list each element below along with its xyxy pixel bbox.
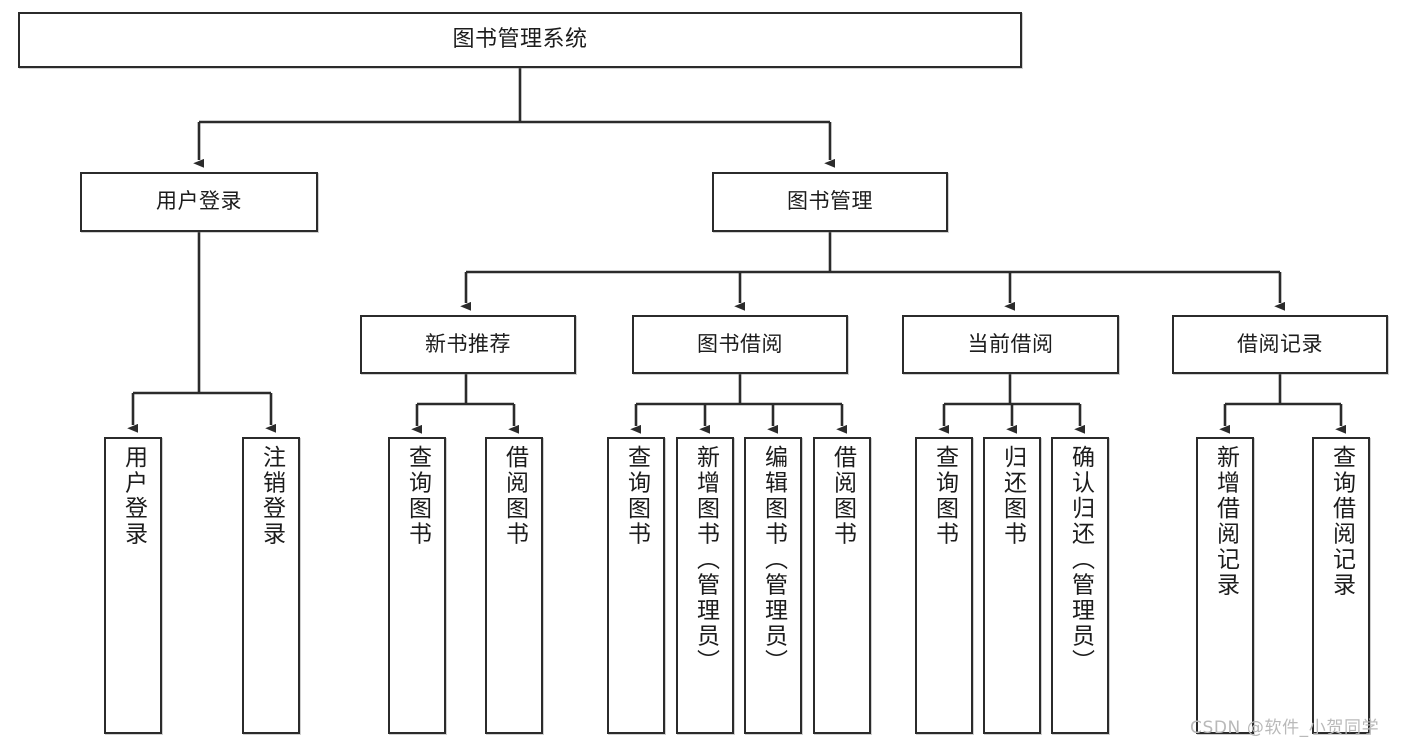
node-label: 图书借阅 <box>697 331 783 356</box>
leaf-edit-book[interactable]: 编辑图书（管理员） <box>744 437 802 734</box>
leaf-confirm-return[interactable]: 确认归还（管理员） <box>1051 437 1109 734</box>
node-label: 新增借阅记录 <box>1212 445 1239 598</box>
leaf-user-login[interactable]: 用户登录 <box>104 437 162 734</box>
node-label: 确认归还（管理员） <box>1067 445 1094 675</box>
leaf-borrow-book-recommend[interactable]: 借阅图书 <box>485 437 543 734</box>
node-label: 注销登录 <box>258 445 285 547</box>
node-label: 借阅图书 <box>501 445 528 547</box>
node-new-book-recommend[interactable]: 新书推荐 <box>360 315 576 374</box>
node-label: 查询图书 <box>623 445 650 547</box>
leaf-query-book-current[interactable]: 查询图书 <box>915 437 973 734</box>
leaf-add-borrow-record[interactable]: 新增借阅记录 <box>1196 437 1254 734</box>
node-label: 查询图书 <box>404 445 431 547</box>
leaf-return-book[interactable]: 归还图书 <box>983 437 1041 734</box>
node-book-manage[interactable]: 图书管理 <box>712 172 948 232</box>
node-label: 用户登录 <box>156 189 242 214</box>
leaf-query-book-recommend[interactable]: 查询图书 <box>388 437 446 734</box>
leaf-borrow-book[interactable]: 借阅图书 <box>813 437 871 734</box>
node-label: 归还图书 <box>999 445 1026 547</box>
watermark-credit: CSDN @软件_小贺同学 <box>1190 718 1380 738</box>
node-user-login[interactable]: 用户登录 <box>80 172 318 232</box>
node-label: 用户登录 <box>120 445 147 547</box>
node-current-borrow[interactable]: 当前借阅 <box>902 315 1119 374</box>
leaf-logout[interactable]: 注销登录 <box>242 437 300 734</box>
node-label: 借阅图书 <box>829 445 856 547</box>
node-label: 图书管理系统 <box>452 26 588 52</box>
node-label: 新增图书（管理员） <box>692 445 719 675</box>
leaf-add-book[interactable]: 新增图书（管理员） <box>676 437 734 734</box>
node-label: 图书管理 <box>787 189 873 214</box>
node-label: 查询借阅记录 <box>1328 445 1355 598</box>
node-root-system[interactable]: 图书管理系统 <box>18 12 1022 68</box>
node-book-borrow[interactable]: 图书借阅 <box>632 315 848 374</box>
leaf-query-book-borrow[interactable]: 查询图书 <box>607 437 665 734</box>
node-label: 借阅记录 <box>1237 331 1323 356</box>
node-label: 编辑图书（管理员） <box>760 445 787 675</box>
node-label: 新书推荐 <box>425 331 511 356</box>
leaf-query-borrow-record[interactable]: 查询借阅记录 <box>1312 437 1370 734</box>
node-borrow-record[interactable]: 借阅记录 <box>1172 315 1388 374</box>
node-label: 查询图书 <box>931 445 958 547</box>
node-label: 当前借阅 <box>967 331 1054 356</box>
